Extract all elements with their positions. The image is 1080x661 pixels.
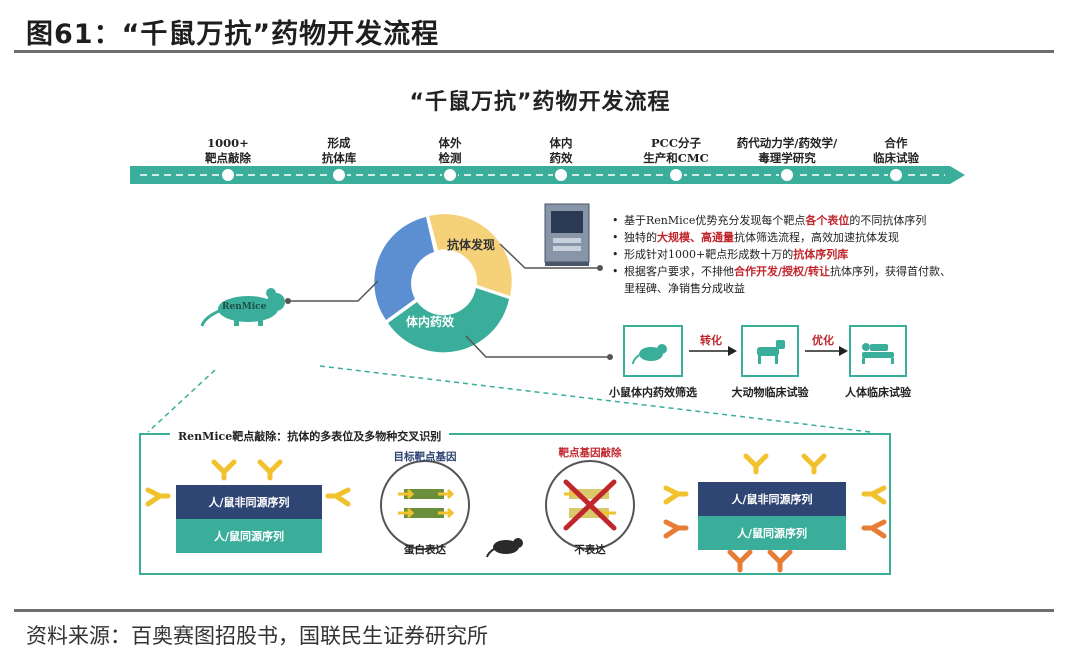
timeline-node-1 [220, 167, 236, 183]
pipeline-box-3 [849, 325, 907, 377]
target-gene-label: 目标靶点基因 [393, 451, 457, 463]
cycle-segment-target [374, 217, 434, 320]
pipeline-stage-3-label: 人体临床试验 [845, 386, 911, 399]
target-gene-circle [380, 460, 470, 550]
cycle-segment-efficacy [388, 288, 509, 353]
pipeline-stage-1-label: 小鼠体内药效筛选 [609, 386, 697, 399]
left-bar-homologous: 人/鼠同源序列 [176, 519, 322, 553]
timeline-arrow [130, 166, 965, 184]
antibody-icon-right-orange-group [663, 519, 887, 573]
cross-icon [563, 479, 617, 531]
dog-icon [757, 340, 785, 364]
cycle-segment-discovery [429, 214, 512, 296]
no-expression-label: 不表达 [574, 544, 606, 556]
feature-bullet-list: 基于RenMice优势充分发现每个靶点各个表位的不同抗体序列 独特的大规模、高通… [610, 212, 960, 297]
timeline-step-6: 药代动力学/药效学/ 毒理学研究 [736, 136, 838, 165]
source-note: 资料来源：百奥赛图招股书，国联民生证券研究所 [26, 624, 488, 648]
left-bar-nonhomologous: 人/鼠非同源序列 [176, 485, 322, 519]
timeline-node-6 [779, 167, 795, 183]
renmice-label: RenMice [222, 302, 267, 312]
timeline-step-5: PCC分子 生产和CMC [643, 136, 709, 165]
renmice-mouse-icon [200, 288, 285, 327]
pipeline-box-2 [741, 325, 799, 377]
antibody-icon-right-yellow-group [663, 453, 887, 505]
timeline-step-4: 体内 药效 [549, 136, 573, 165]
gene-icon [398, 488, 455, 519]
pipeline-arrow-1-label: 转化 [700, 334, 722, 347]
zoom-line-left [147, 369, 216, 433]
cycle-donut [374, 214, 512, 353]
right-bar-homologous: 人/鼠同源序列 [698, 516, 846, 550]
right-bar-nonhomologous: 人/鼠非同源序列 [698, 482, 846, 516]
pipeline-stage-2-label: 大动物临床试验 [731, 386, 809, 399]
connector-cycle-to-bullets [499, 243, 600, 269]
timeline-step-7: 合作 临床试验 [873, 136, 919, 165]
mouse-screen-icon [632, 344, 667, 365]
instrument-icon [544, 203, 590, 266]
timeline-node-2 [331, 167, 347, 183]
timeline-step-3: 体外 检测 [438, 136, 462, 165]
cycle-label-discovery: 抗体发现 [447, 238, 496, 252]
pipeline-box-1 [623, 325, 683, 377]
timeline-node-7 [888, 167, 904, 183]
antibody-icon-left-group [145, 459, 351, 507]
patient-icon [862, 343, 894, 364]
diagram-title: “千鼠万抗”药物开发流程 [409, 90, 671, 115]
bullet-item: 基于RenMice优势充分发现每个靶点各个表位的不同抗体序列 [610, 212, 960, 229]
cycle-label-efficacy: 体内药效 [406, 315, 455, 329]
bottom-rule [14, 609, 1054, 612]
connector-mouse-to-cycle [288, 280, 379, 302]
black-mouse-icon [486, 538, 523, 558]
protein-expression-label: 蛋白表达 [404, 544, 446, 556]
bullet-item: 形成针对1000+靶点形成数十万的抗体序列库 [610, 246, 960, 263]
timeline-node-5 [668, 167, 684, 183]
pipeline-arrow-2 [805, 346, 848, 356]
knockout-label: 靶点基因敲除 [558, 447, 622, 459]
figure-title: 图61：“千鼠万抗”药物开发流程 [26, 19, 440, 50]
timeline-node-3 [442, 167, 458, 183]
bullet-item: 根据客户要求，不排他合作开发/授权/转让抗体序列，获得首付款、里程碑、净销售分成… [610, 263, 960, 297]
detail-box-title: RenMice靶点敲除：抗体的多表位及多物种交叉识别 [170, 428, 450, 444]
connector-cycle-to-pipeline [465, 335, 610, 358]
top-rule [14, 50, 1054, 53]
pipeline-arrow-1 [689, 346, 737, 356]
detail-box [139, 433, 891, 575]
timeline-step-1: 1000+ 靶点敲除 [205, 136, 251, 165]
timeline-node-4 [553, 167, 569, 183]
zoom-line-right [319, 365, 871, 433]
pipeline-arrow-2-label: 优化 [812, 334, 834, 347]
timeline-step-2: 形成 抗体库 [321, 136, 357, 165]
bullet-item: 独特的大规模、高通量抗体筛选流程，高效加速抗体发现 [610, 229, 960, 246]
